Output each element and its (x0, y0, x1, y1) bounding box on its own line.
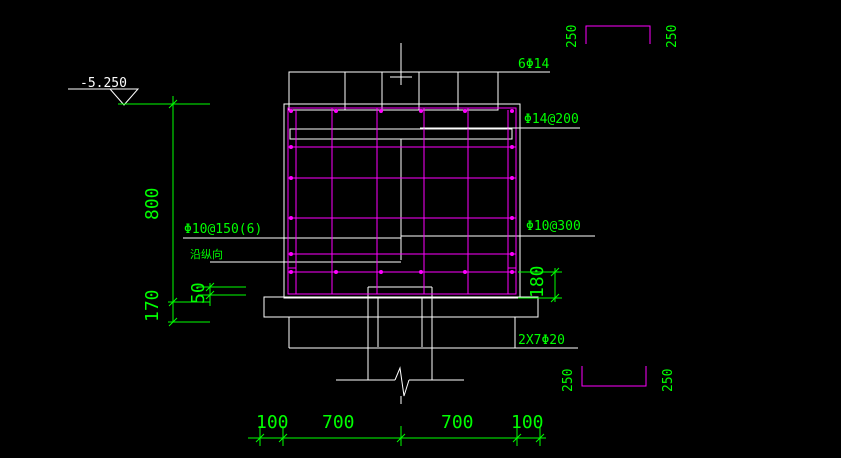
height-total-label: 800 (142, 187, 163, 220)
bottom-dimensions: 100 700 700 100 (248, 412, 546, 446)
left-dimensions: 800 170 50 (142, 96, 246, 327)
callout-bottom-bars: 2X7Φ20 (518, 333, 565, 348)
hook-top-right-label: 250 (665, 25, 680, 48)
rebar-grid (287, 107, 517, 295)
hook-detail-top: 250 250 (565, 25, 680, 48)
hook-bottom-left-label: 250 (561, 369, 576, 392)
width-label-2: 700 (322, 412, 355, 433)
width-label-1: 100 (256, 412, 289, 433)
width-label-3: 700 (441, 412, 474, 433)
callouts-left: Φ10@150(6) 沿纵向 (184, 222, 262, 261)
callout-side-bars: Φ14@200 (524, 112, 579, 127)
hook-top-left-label: 250 (565, 25, 580, 48)
elevation-marker: -5.250 (68, 76, 210, 106)
section-outline (183, 43, 595, 404)
callout-stirrups: Φ10@150(6) (184, 222, 262, 237)
hook-bottom-right-label: 250 (661, 369, 676, 392)
width-label-4: 100 (511, 412, 544, 433)
callouts-right: 6Φ14 Φ14@200 Φ10@300 2X7Φ20 (420, 57, 581, 349)
rebar-dots (289, 109, 514, 274)
hook-detail-bottom: 250 250 (561, 366, 676, 392)
callout-inner-bars: Φ10@300 (526, 219, 581, 234)
height-bottom-label: 180 (527, 265, 548, 298)
callout-stirrups-note: 沿纵向 (190, 247, 223, 261)
right-dimension: 180 (518, 265, 562, 303)
height-slab-label: 170 (142, 289, 163, 322)
callout-top-bars: 6Φ14 (518, 57, 549, 72)
elevation-label: -5.250 (80, 76, 127, 91)
height-cover-label: 50 (188, 282, 209, 304)
